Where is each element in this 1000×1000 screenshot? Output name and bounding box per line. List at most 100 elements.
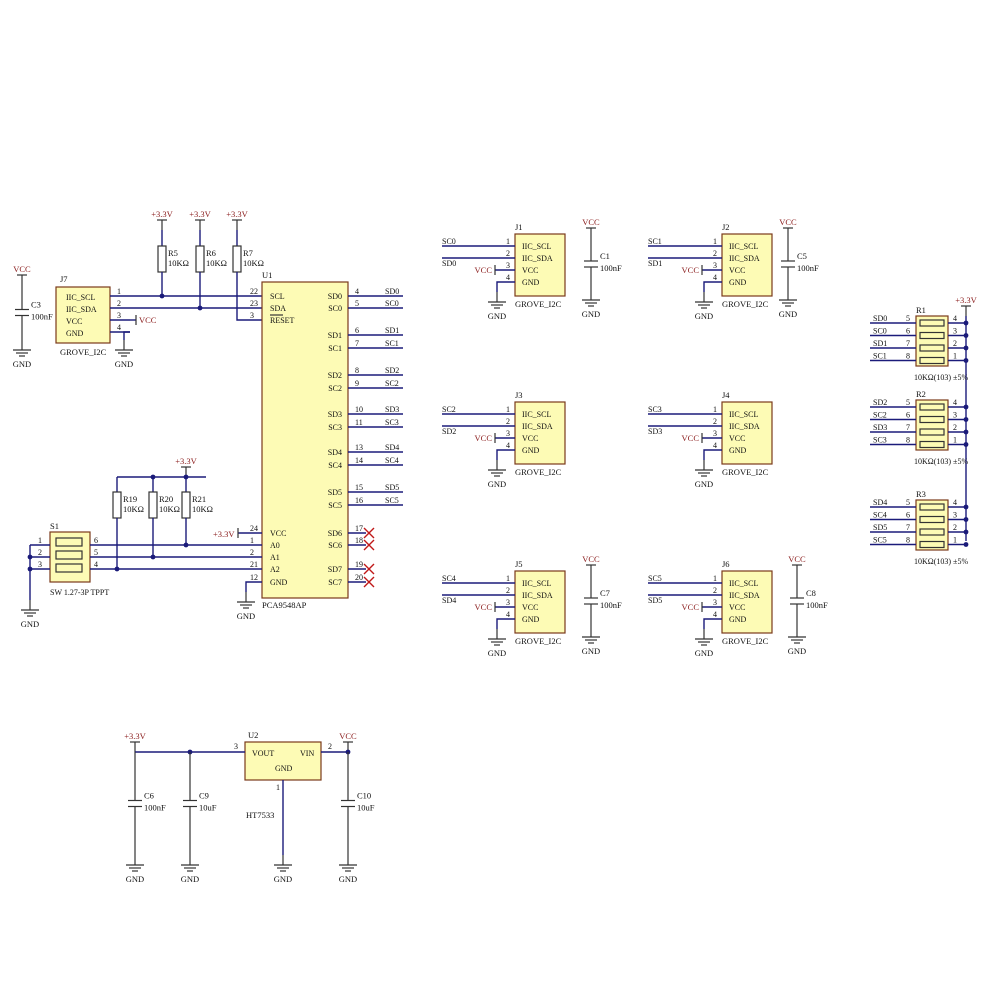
junction-dot	[963, 320, 969, 326]
j7-name: GROVE_I2C	[60, 347, 107, 357]
resistor-body	[157, 245, 167, 273]
grove-pin-num: 3	[713, 429, 717, 438]
dip-slot	[55, 537, 83, 547]
u2-gnd-label: GND	[275, 764, 293, 773]
ground-symbol: GND	[695, 292, 713, 321]
resistor-ref: R6	[206, 248, 216, 258]
grove-body	[514, 233, 566, 297]
cap-value: 100nF	[797, 263, 819, 273]
u1-right-pin-num: 9	[355, 379, 359, 388]
grove-pin-label: IIC_SDA	[729, 591, 760, 600]
grove-pin-num: 2	[506, 249, 510, 258]
s1-left-num: 3	[38, 560, 42, 569]
grove-pin-num: 3	[713, 598, 717, 607]
rarray-element	[919, 515, 945, 524]
junction-dot	[963, 542, 969, 547]
grove-gnd-wire	[703, 449, 722, 460]
ground-label: GND	[181, 874, 199, 884]
power-flag: VCC	[779, 217, 797, 238]
u2-gnd-num: 1	[276, 783, 280, 792]
junction-dot	[150, 554, 156, 560]
grove-vcc-label: VCC	[682, 602, 700, 612]
grove-vcc-label: VCC	[475, 602, 493, 612]
rarray-element	[919, 440, 945, 449]
grove-pin-label: GND	[522, 278, 540, 287]
u1-right-pin-num: 13	[355, 443, 363, 452]
u1-right-pin-name: SC1	[328, 344, 342, 353]
power-label: VCC	[582, 554, 600, 564]
power-flag: VCC	[582, 554, 600, 575]
u1-right-pin-num: 17	[355, 524, 363, 533]
ground-label: GND	[115, 359, 133, 369]
resistor-body	[112, 491, 122, 519]
junction-dot	[963, 404, 969, 410]
rarray-ref: R1	[916, 305, 926, 315]
grove-pin-label: IIC_SDA	[522, 422, 553, 431]
u1-name: PCA9548AP	[262, 600, 307, 610]
rarray-right-num: 1	[953, 436, 957, 445]
u1-left-pin-num: 2	[250, 548, 254, 557]
grove-body	[721, 401, 773, 465]
grove-pin-label: VCC	[729, 603, 745, 612]
resistor-body	[148, 491, 158, 519]
grove-pin-num: 1	[506, 237, 510, 246]
rarray-net-label: SD2	[873, 398, 887, 407]
cap-value: 100nF	[600, 263, 622, 273]
junction-dot	[963, 333, 969, 338]
ground-symbol: GND	[695, 460, 713, 489]
u1-net-label: SD3	[385, 405, 399, 414]
rarray-element	[919, 540, 945, 549]
grove-scl-net: SC3	[648, 405, 662, 414]
ground-symbol: GND	[488, 292, 506, 321]
u1-right-pin-name: SC5	[328, 501, 342, 510]
rarray-left-num: 8	[906, 536, 910, 545]
u1-right-pin-num: 20	[355, 573, 363, 582]
ground-label: GND	[582, 309, 600, 319]
ground-label: GND	[488, 648, 506, 658]
grove-vcc-label: VCC	[475, 265, 493, 275]
u1-right-pin-name: SD4	[328, 448, 342, 457]
power-flag: VCC	[582, 217, 600, 238]
grove-scl-net: SC4	[442, 574, 456, 583]
u1-right-pin-num: 14	[355, 456, 363, 465]
ground-label: GND	[488, 311, 506, 321]
s1-right-num: 5	[94, 548, 98, 557]
rarray-element	[919, 356, 945, 365]
power-flag: +3.3V	[189, 209, 212, 230]
junction-dot	[963, 417, 969, 422]
ground-label: GND	[21, 619, 39, 629]
grove-pin-label: IIC_SCL	[729, 410, 758, 419]
rarray-element	[919, 428, 945, 436]
grove-pin-num: 1	[713, 574, 717, 583]
power-label: +3.3V	[955, 295, 977, 305]
grove-pin-label: IIC_SDA	[729, 422, 760, 431]
u1-right-pin-name: SD6	[328, 529, 342, 538]
cap-ref: C9	[199, 791, 209, 801]
ground-symbol: GND	[21, 600, 39, 629]
u1-net-label: SC0	[385, 299, 399, 308]
ground-label: GND	[488, 479, 506, 489]
grove-sda-net: SD4	[442, 596, 456, 605]
resistor-value: 10KΩ	[159, 504, 180, 514]
cap-value: 100nF	[806, 600, 828, 610]
u1-left-pin-num: 3	[250, 311, 254, 320]
junction-dot	[963, 345, 969, 351]
grove-sda-net: SD5	[648, 596, 662, 605]
grove-name: GROVE_I2C	[722, 636, 769, 646]
ground-label: GND	[695, 311, 713, 321]
u1-left-pin-name: A2	[270, 565, 280, 574]
rarray-value: 10KΩ(103) ±5%	[914, 457, 968, 466]
grove-pin-label: IIC_SCL	[729, 579, 758, 588]
grove-pin-num: 4	[713, 273, 717, 282]
grove-pin-num: 4	[713, 610, 717, 619]
junction-dot	[159, 293, 165, 299]
ground-symbol: GND	[488, 460, 506, 489]
grove-sda-net: SD2	[442, 427, 456, 436]
j7-pin-label: GND	[66, 329, 84, 338]
j7-pin-num: 1	[117, 287, 121, 296]
ground-symbol: GND	[126, 855, 144, 884]
